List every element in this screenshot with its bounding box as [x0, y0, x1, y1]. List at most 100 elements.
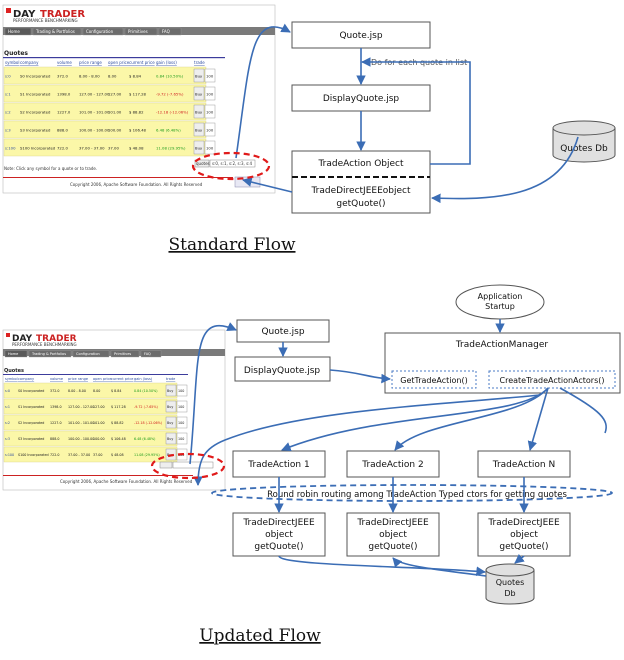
symbol-link[interactable]: s:100 — [5, 145, 16, 150]
buy-button[interactable] — [165, 400, 177, 413]
column-header[interactable]: volume — [57, 60, 72, 65]
nav-tab[interactable] — [158, 27, 182, 36]
table-cell: S0 Incorporated — [18, 389, 44, 393]
nav-tab[interactable] — [72, 350, 110, 358]
quantity-input[interactable] — [204, 122, 216, 137]
quantity-input[interactable] — [204, 104, 216, 119]
column-header[interactable]: company — [18, 377, 34, 381]
nav-tab[interactable] — [4, 27, 32, 36]
note-text: Note: Click any symbol for a quote or to… — [4, 166, 97, 171]
column-header[interactable]: current price — [129, 60, 155, 65]
table-cell: 1227.0 — [57, 109, 71, 114]
column-header[interactable]: volume — [50, 377, 63, 381]
buy-button[interactable] — [193, 140, 205, 155]
buy-button[interactable] — [193, 68, 205, 83]
symbol-link[interactable]: s:3 — [5, 127, 11, 132]
symbol-link[interactable]: s:1 — [5, 91, 11, 96]
quotes-db-cylinder-bottom: Quotes Db — [485, 563, 535, 605]
quotes-button-bottom[interactable] — [159, 461, 173, 469]
symbol-link[interactable]: s:2 — [5, 421, 10, 425]
column-header[interactable]: trade — [194, 60, 205, 65]
db-line1: Quotes — [496, 578, 525, 587]
table-cell: 1398.0 — [57, 91, 71, 96]
nav-tab[interactable] — [124, 27, 158, 36]
quotes-input-bottom[interactable] — [172, 461, 214, 469]
quantity-input[interactable] — [204, 140, 216, 155]
quotes-button[interactable] — [194, 159, 210, 168]
column-header[interactable]: gain (loss) — [134, 377, 153, 381]
direct-1-line1: TradeDirectJEEE — [242, 518, 315, 528]
nav-tab[interactable] — [32, 27, 82, 36]
column-header[interactable]: symbol — [5, 60, 19, 65]
symbol-link[interactable]: s:3 — [5, 437, 10, 441]
nav-tab[interactable] — [140, 350, 162, 358]
quantity-input[interactable] — [176, 432, 188, 445]
buy-button[interactable] — [165, 432, 177, 445]
buy-button[interactable] — [193, 104, 205, 119]
quantity-input[interactable] — [204, 86, 216, 101]
symbol-link[interactable]: s:2 — [5, 109, 11, 114]
column-header[interactable]: current price — [111, 377, 133, 381]
quantity-input[interactable] — [176, 384, 188, 397]
quotes-input[interactable] — [209, 159, 256, 168]
table-cell: 37.00 — [93, 453, 102, 457]
section-title: Quotes — [4, 50, 28, 57]
nav-tab[interactable] — [110, 350, 140, 358]
trade-direct-label: TradeDirectJEEEobject — [310, 186, 411, 196]
trade-action-1-box — [232, 450, 326, 478]
table-cell: S1 Incorporated — [18, 405, 44, 409]
column-header[interactable]: gain (loss) — [156, 60, 177, 65]
column-header[interactable]: price range — [79, 60, 102, 65]
quantity-value: 100 — [206, 127, 214, 132]
trade-action-2-label: TradeAction 2 — [361, 460, 423, 470]
logo-subtitle: PERFORMANCE BENCHMARKING — [13, 18, 78, 23]
column-header[interactable]: open price — [108, 60, 130, 65]
quantity-input[interactable] — [176, 416, 188, 429]
column-header[interactable]: price range — [68, 377, 88, 381]
table-cell: 37.00 — [108, 145, 119, 150]
nav-tab-label: Trading & Portfolios — [31, 352, 66, 356]
quantity-value: 100 — [206, 109, 214, 114]
nav-tab-label: Primitives — [128, 29, 148, 34]
quantity-input[interactable] — [204, 68, 216, 83]
table-cell: $ 88.82 — [111, 421, 124, 425]
table-cell: 11.08 (29.95%) — [134, 453, 160, 457]
table-cell: -12.18 (-12.06%) — [156, 109, 189, 114]
table-cell: 722.0 — [50, 453, 59, 457]
quantity-value: 100 — [178, 421, 184, 425]
nav-tab[interactable] — [82, 27, 124, 36]
symbol-link[interactable]: s:0 — [5, 73, 11, 78]
display-quote-jsp-box — [291, 84, 431, 112]
nav-tab[interactable] — [28, 350, 72, 358]
quote-jsp-label: Quote.jsp — [339, 31, 382, 41]
buy-button[interactable] — [165, 384, 177, 397]
quantity-value: 100 — [178, 389, 184, 393]
trade-action-object-label: TradeAction Object — [318, 159, 404, 169]
display-quote-jsp-box-b — [234, 356, 331, 382]
symbol-link[interactable]: s:1 — [5, 405, 10, 409]
column-header[interactable]: open price — [93, 377, 112, 381]
buy-button[interactable] — [165, 416, 177, 429]
buy-button-label: Buy — [195, 91, 203, 96]
table-cell: 100.00 — [108, 127, 122, 132]
table-cell: $ 106.48 — [111, 437, 126, 441]
nav-tab[interactable] — [4, 350, 28, 358]
caption-updated-flow: Updated Flow — [199, 626, 321, 646]
column-header[interactable]: company — [20, 60, 39, 65]
section-title-bottom: Quotes — [4, 368, 24, 374]
symbol-link[interactable]: s:0 — [5, 389, 10, 393]
nav-tab-label: FAQ — [144, 352, 151, 356]
column-header[interactable]: symbol — [5, 377, 18, 381]
buy-button[interactable] — [193, 86, 205, 101]
direct-2-line2: object — [379, 530, 407, 540]
quantity-input[interactable] — [176, 400, 188, 413]
table-cell: 6.48 (6.48%) — [134, 437, 155, 441]
symbol-link[interactable]: s:100 — [5, 453, 14, 457]
buy-button[interactable] — [193, 122, 205, 137]
round-robin-label: Round robin routing among TradeAction Ty… — [267, 490, 567, 500]
table-cell: 101.00 - 101.00 — [68, 421, 94, 425]
column-header[interactable]: trade — [166, 377, 175, 381]
